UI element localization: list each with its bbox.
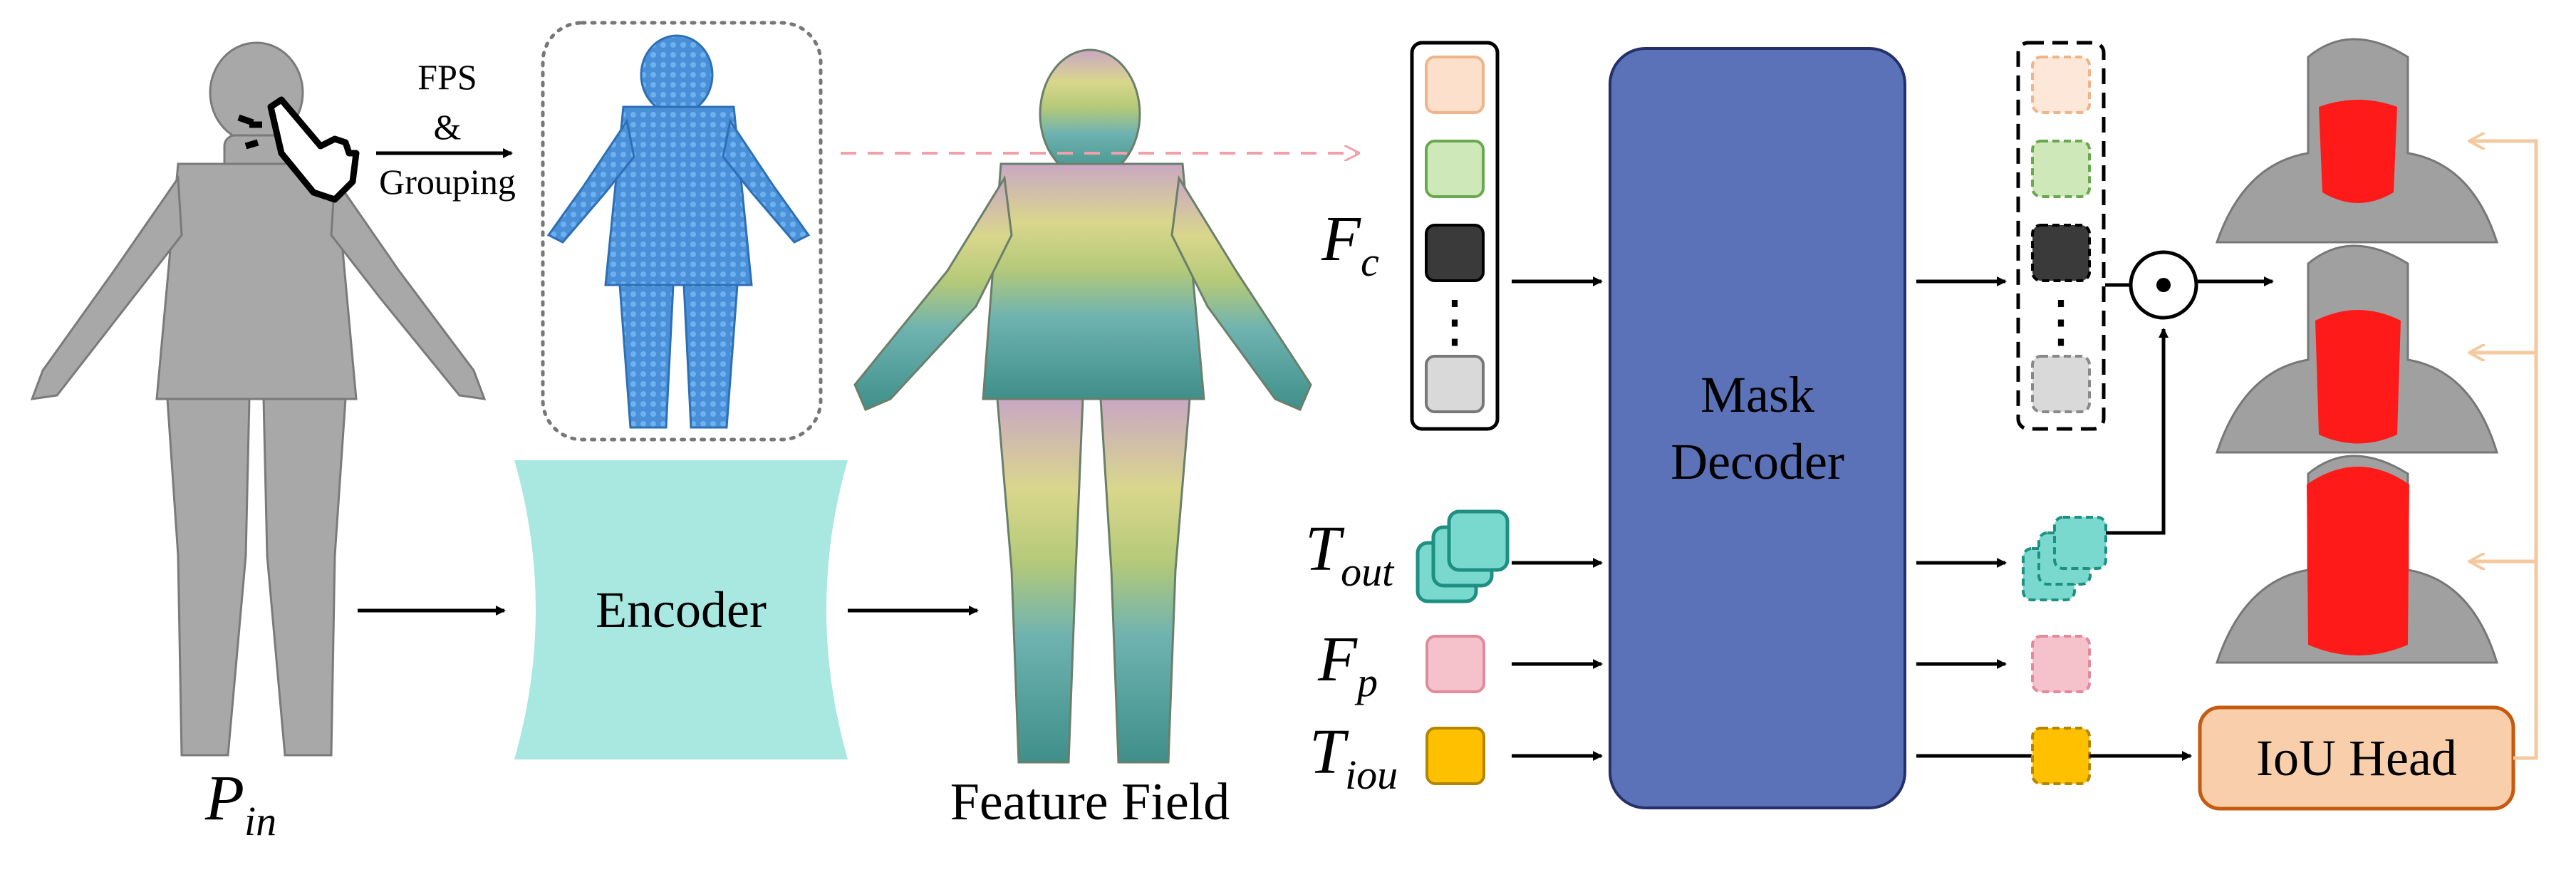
out-token-black (2031, 224, 2091, 282)
mask-decoder-label-line2: Decoder (1671, 433, 1844, 490)
fc-token-column (1410, 41, 1500, 431)
out-token-gray (2031, 355, 2091, 413)
mask-decoder-box (1609, 47, 1906, 809)
tiou-token (1425, 727, 1485, 785)
fc-token-gray (1425, 355, 1485, 413)
fc-token-orange (1425, 56, 1485, 114)
feature-field-label: Feature Field (950, 773, 1230, 831)
dot-product-center (2156, 278, 2171, 292)
mask-result-3 (2215, 455, 2499, 664)
p-in-label: Pin (204, 763, 276, 844)
fps-label-line2: & (434, 107, 462, 147)
mask-decoder-label-line1: Mask (1700, 366, 1814, 423)
tout-label: Tout (1305, 514, 1395, 595)
arrow-tout-to-dot (2106, 328, 2169, 535)
out-token-orange (2031, 56, 2091, 114)
pointcloud-frame (541, 21, 823, 442)
fps-label-line3: Grouping (379, 162, 516, 202)
tiou-label: Tiou (1309, 717, 1398, 798)
encoder-shape (514, 460, 848, 759)
mask-result-2 (2215, 244, 2499, 454)
fc-label: Fc (1321, 204, 1379, 285)
iou-feedback-arrows (2471, 141, 2538, 760)
out-ellipsis: ⋮ (2032, 291, 2089, 353)
fc-token-black (1425, 224, 1485, 282)
fc-ellipsis: ⋮ (1426, 291, 1483, 353)
pointcloud-figure (546, 34, 811, 429)
encoder-label: Encoder (596, 581, 767, 638)
tout-token-stack (1416, 509, 1510, 603)
fp-token (1425, 635, 1485, 693)
fps-label-line1: FPS (417, 57, 477, 97)
mask-result-1 (2215, 38, 2499, 244)
fp-output-token (2031, 635, 2091, 693)
output-token-column (2016, 41, 2106, 431)
iou-output-token (2031, 727, 2091, 785)
feature-field-figure (853, 48, 1312, 764)
iou-head-label: IoU Head (2256, 730, 2457, 787)
fc-token-green (1425, 140, 1485, 198)
out-token-green (2031, 140, 2091, 198)
fp-label: Fp (1317, 624, 1378, 705)
input-figure (30, 41, 487, 757)
tout-output-stack (2022, 516, 2107, 601)
hand-pointer-icon (237, 96, 360, 203)
